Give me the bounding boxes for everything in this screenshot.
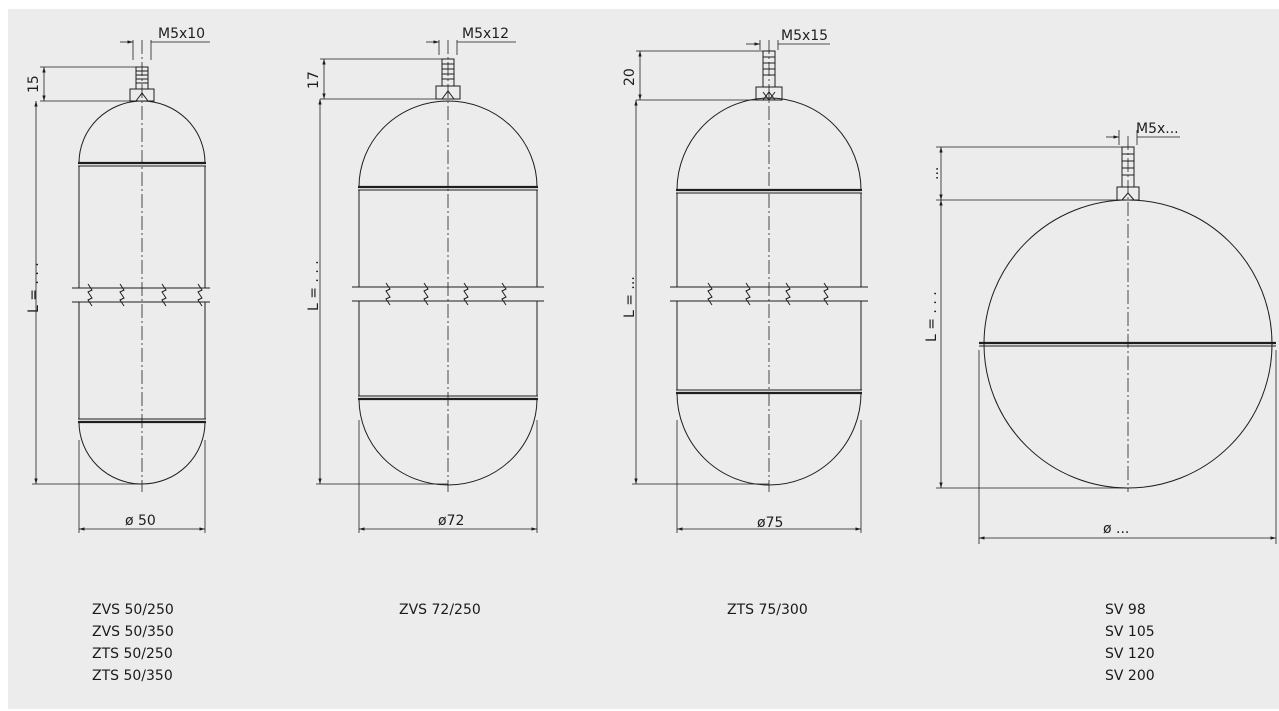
- float-3-length-label: L = ...: [622, 276, 638, 318]
- float-1-drawing: [32, 40, 210, 533]
- float-2-diameter-label: ø72: [438, 513, 464, 529]
- float-3-stem-height-label: 20: [622, 68, 638, 86]
- float-4-stem-height-label: ...: [926, 167, 942, 180]
- float-2-thread-label: M5x12: [462, 26, 509, 42]
- float-3-top-cap: [676, 97, 862, 191]
- model-label: ZTS 50/350: [92, 668, 173, 684]
- model-label: ZVS 72/250: [399, 602, 481, 618]
- float-3-drawing: [632, 40, 868, 533]
- model-label: ZVS 50/250: [92, 602, 174, 618]
- float-3-thread-label: M5x15: [781, 28, 828, 44]
- float-1-diameter-label: ø 50: [125, 513, 156, 529]
- model-label: SV 120: [1105, 646, 1155, 662]
- float-4-model-list: SV 98 SV 105 SV 120 SV 200: [1105, 599, 1155, 687]
- float-4-length-label: L = . . .: [924, 291, 940, 342]
- float-4-diameter-label: ø ...: [1103, 521, 1129, 537]
- float-2-model-list: ZVS 72/250: [399, 599, 481, 621]
- float-2-length-label: L = . . .: [306, 260, 322, 311]
- technical-drawing: M5x10 15 L = . . . ø 50: [8, 9, 1279, 709]
- drawing-panel: M5x10 15 L = . . . ø 50: [8, 9, 1279, 709]
- model-label: ZTS 50/250: [92, 646, 173, 662]
- float-1-length-label: L = . . .: [26, 262, 42, 313]
- float-3-diameter-label: ø75: [757, 515, 783, 531]
- float-2-drawing: [316, 40, 544, 533]
- float-4-thread-label: M5x...: [1136, 121, 1179, 137]
- model-label: ZVS 50/350: [92, 624, 174, 640]
- panel-background: [8, 9, 1279, 709]
- float-1-stem-height-label: 15: [26, 75, 42, 93]
- float-1-thread-label: M5x10: [158, 26, 205, 42]
- model-label: SV 98: [1105, 602, 1146, 618]
- float-1-model-list: ZVS 50/250 ZVS 50/350 ZTS 50/250 ZTS 50/…: [92, 599, 174, 687]
- model-label: SV 200: [1105, 668, 1155, 684]
- model-label: ZTS 75/300: [727, 602, 808, 618]
- float-2-stem-height-label: 17: [306, 71, 322, 89]
- float-3-model-list: ZTS 75/300: [727, 599, 808, 621]
- float-4-drawing: [936, 130, 1277, 544]
- model-label: SV 105: [1105, 624, 1155, 640]
